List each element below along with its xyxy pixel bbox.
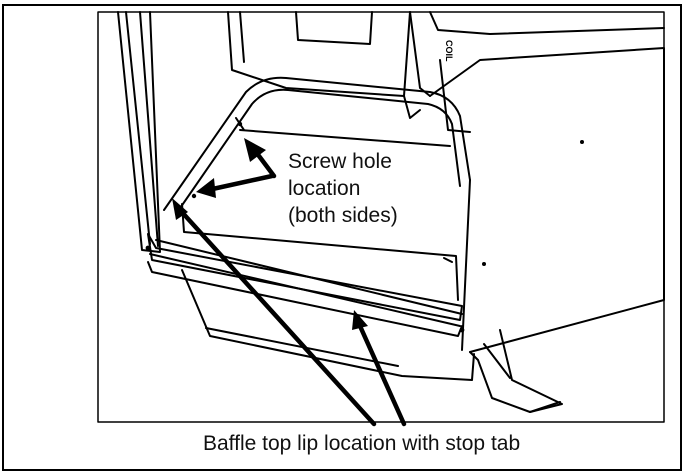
screw-arrow-upper-line [253,149,277,179]
rail-rivet-left [145,245,151,251]
baffle-arrow-right-head [352,310,368,330]
screw-hole-label-line1: Screw hole [288,150,392,173]
stand-leg [469,329,563,413]
upper-wall [227,11,411,97]
screw-hole-left [191,193,197,199]
screw-hole-label-line2: location [288,177,361,200]
screw-arrow-lower-head [196,178,216,198]
outer-border [2,4,682,471]
panel-dot-upper [580,140,584,144]
baffle-arrow-right-line [357,323,407,427]
baffle-panel [181,269,475,381]
cabinet-floor [181,203,459,301]
screw-hole-right [237,121,243,127]
baffle-arrow-left-line [177,207,377,427]
cabinet-rim [163,76,471,211]
screw-arrow-lower-line [205,173,275,193]
baffle-caption: Baffle top lip location with stop tab [203,432,521,455]
screw-hole-callout: Screw hole location (both sides) [288,148,398,229]
screw-arrow-upper-head [244,138,266,162]
right-side-panel [429,47,665,353]
screw-hole-label-line3: (both sides) [288,204,398,227]
unit-side-marking: COIL [444,40,454,62]
rail-rivet-right [459,327,465,333]
baffle-arrow-left-head [172,198,188,220]
panel-dot-lower [482,262,486,266]
